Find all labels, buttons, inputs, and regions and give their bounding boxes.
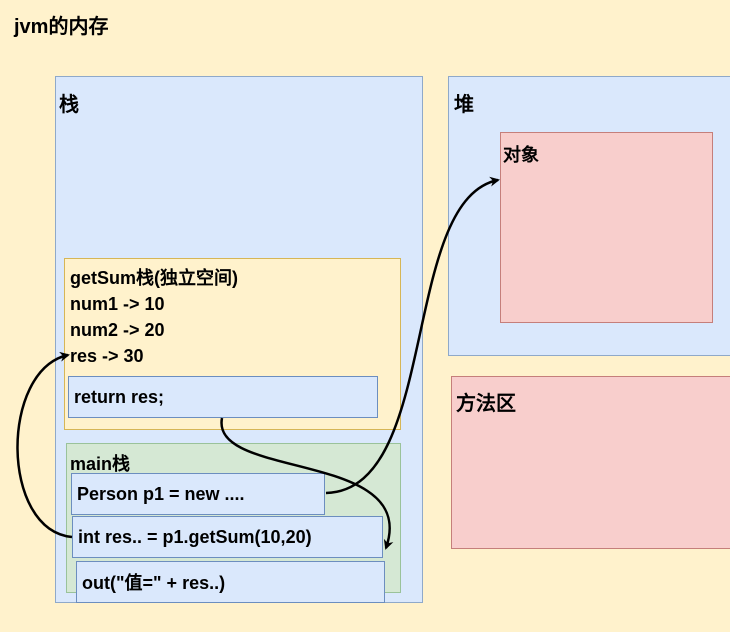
method-area-label: 方法区 bbox=[456, 393, 516, 415]
main-stmt-call-getsum: int res.. = p1.getSum(10,20) bbox=[72, 516, 383, 558]
arrow-reference-to-object bbox=[325, 176, 500, 495]
heap-label: 堆 bbox=[454, 94, 474, 116]
stack-label: 栈 bbox=[59, 94, 79, 116]
heap-object-label: 对象 bbox=[503, 145, 539, 165]
main-stmt-print: out("值=" + res..) bbox=[76, 561, 385, 603]
getsum-var-res: res -> 30 bbox=[70, 346, 144, 366]
heap-object-box bbox=[500, 132, 713, 323]
main-frame-title: main栈 bbox=[70, 454, 131, 474]
arrow-return-to-main bbox=[220, 417, 394, 550]
getsum-return-statement: return res; bbox=[68, 376, 378, 418]
main-stmt-new-person: Person p1 = new .... bbox=[71, 473, 325, 515]
arrow-call-to-getsum bbox=[16, 351, 73, 539]
getsum-var-num1: num1 -> 10 bbox=[70, 294, 165, 314]
diagram-title: jvm的内存 bbox=[14, 16, 109, 38]
getsum-var-num2: num2 -> 20 bbox=[70, 320, 165, 340]
getsum-frame-title: getSum栈(独立空间) bbox=[70, 268, 238, 288]
method-area bbox=[451, 376, 730, 549]
